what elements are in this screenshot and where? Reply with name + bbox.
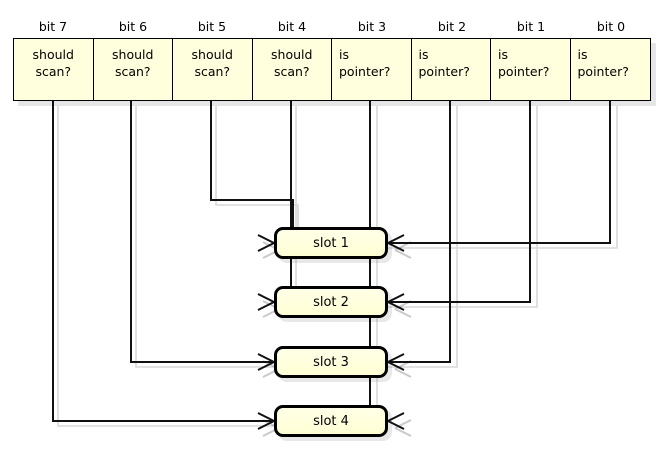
wire-bit6-to-slot3 — [130, 101, 272, 363]
bit-header-1: bit 1 — [516, 19, 546, 34]
bit-cell-5-line1: should — [191, 47, 233, 62]
bit-header-7: bit 7 — [38, 19, 68, 34]
bit-header-6: bit 6 — [118, 19, 148, 34]
bit-cell-6[interactable]: should scan? — [93, 39, 173, 100]
wire-shadows — [57, 106, 618, 427]
wire-bit2-to-slot3 — [390, 101, 451, 363]
arrowheads — [257, 234, 405, 430]
bit-cell-2-line1: is — [418, 47, 429, 62]
wire-bit5-to-slot1 — [210, 101, 294, 244]
bit-cell-2-line2: pointer? — [418, 64, 470, 79]
wire-bit7-to-slot4 — [52, 101, 272, 422]
slot-box-3[interactable]: slot 3 — [274, 346, 388, 378]
slot-box-2[interactable]: slot 2 — [274, 286, 388, 318]
bit-cell-6-line1: should — [112, 47, 154, 62]
wire-bit1-to-slot2 — [390, 101, 531, 303]
bit-cell-3-line2: pointer? — [339, 64, 391, 79]
bit-flags-table: should scan? should scan? should scan? s… — [13, 38, 651, 101]
bit-cell-5-line2: scan? — [194, 64, 231, 79]
slot-2-label: slot 2 — [313, 294, 349, 310]
bit-cell-4-line2: scan? — [273, 64, 310, 79]
bit-cell-6-line2: scan? — [114, 64, 151, 79]
bit-header-0: bit 0 — [596, 19, 626, 34]
bit-cell-4[interactable]: should scan? — [252, 39, 332, 100]
bit-cell-2[interactable]: is pointer? — [411, 39, 491, 100]
wire-bit4-to-slot2 — [272, 101, 292, 303]
bit-cell-0[interactable]: is pointer? — [570, 39, 650, 100]
slot-box-4[interactable]: slot 4 — [274, 405, 388, 437]
bit-cell-0-line2: pointer? — [577, 64, 629, 79]
bit-cell-1-line1: is — [498, 47, 508, 62]
bit-cell-1-line2: pointer? — [498, 64, 550, 79]
bit-header-5: bit 5 — [197, 19, 227, 34]
bit-header-2: bit 2 — [437, 19, 467, 34]
slot-box-1[interactable]: slot 1 — [274, 227, 388, 259]
bit-cell-7-line2: scan? — [35, 64, 72, 79]
bit-cell-3-line1: is — [339, 47, 349, 62]
slot-1-label: slot 1 — [313, 235, 349, 251]
bit-cell-0-line1: is — [577, 47, 588, 62]
slot-3-label: slot 3 — [313, 354, 349, 370]
slot-4-label: slot 4 — [313, 413, 349, 429]
bit-header-4: bit 4 — [277, 19, 307, 34]
bit-cell-7-line1: should — [32, 47, 74, 62]
bit-cell-7[interactable]: should scan? — [14, 39, 94, 100]
bit-header-3: bit 3 — [357, 19, 387, 34]
wire-bit0-to-slot1 — [390, 101, 611, 244]
bit-cell-4-line1: should — [271, 47, 313, 62]
bit-cell-5[interactable]: should scan? — [173, 39, 253, 100]
bit-cell-3[interactable]: is pointer? — [332, 39, 412, 100]
bit-cell-1[interactable]: is pointer? — [491, 39, 571, 100]
